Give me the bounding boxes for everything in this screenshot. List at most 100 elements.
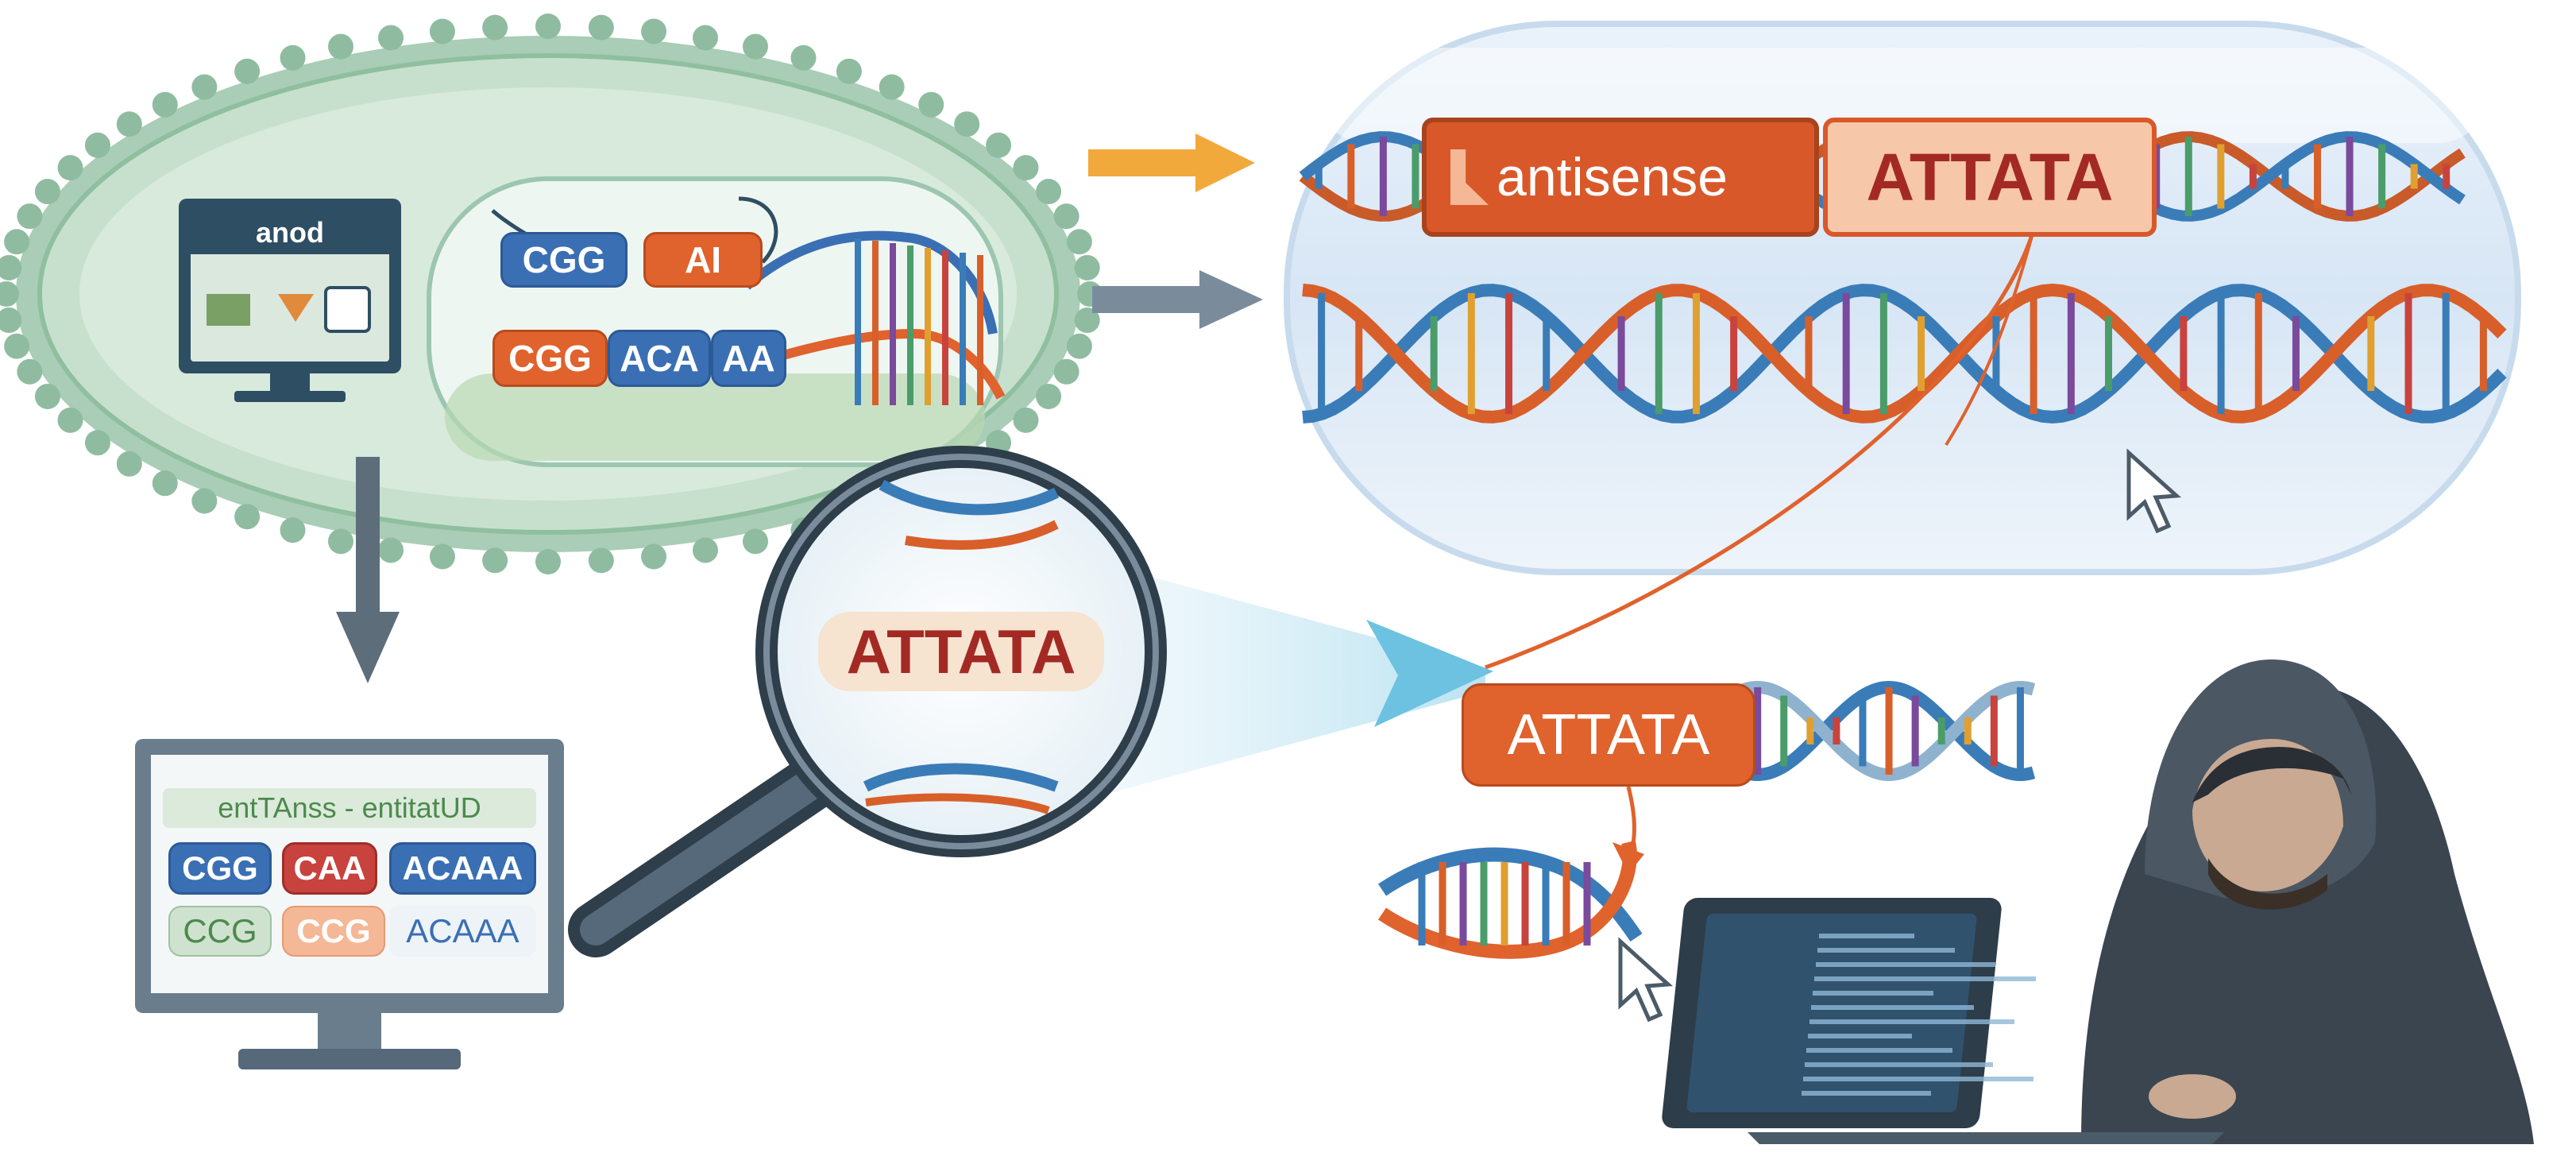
cell-bump <box>1053 203 1079 230</box>
cell-bump <box>1066 229 1092 255</box>
cell-sequence-chip: AA <box>711 330 786 387</box>
antisense-icon <box>1450 149 1489 205</box>
cell-bump <box>482 14 508 41</box>
cell-bump <box>57 407 83 433</box>
cell-bump <box>4 229 30 255</box>
code-line <box>1809 1019 2014 1024</box>
cell-bump <box>1066 333 1092 359</box>
cell-bump <box>692 25 718 51</box>
cell-bump <box>34 179 60 205</box>
cursor-icon <box>2126 448 2182 534</box>
hacker-figure <box>1662 659 2534 1148</box>
orange-arrow <box>1088 133 1255 192</box>
code-line <box>1802 1091 1931 1096</box>
cell-bump <box>191 74 218 100</box>
magnifier-label: ATTATA <box>818 612 1104 691</box>
cell-bump <box>918 91 944 118</box>
gray-arrow <box>1092 270 1263 329</box>
cell-sequence-chip: AI <box>643 232 763 288</box>
code-line <box>1816 962 1995 967</box>
code-line <box>1819 934 1914 938</box>
cell-bump <box>1053 358 1079 385</box>
cell-bump <box>234 58 261 84</box>
cell-bump <box>986 132 1012 158</box>
cell-bump <box>191 488 218 514</box>
beam-arrow <box>1366 620 1493 727</box>
cell-bump <box>280 44 306 71</box>
cell-bump <box>641 543 667 570</box>
cell-bump <box>0 281 19 307</box>
cell-bump <box>641 18 667 44</box>
antisense-text: antisense <box>1497 147 1728 207</box>
cell-sequence-chip: ACA <box>608 330 711 387</box>
cell-bump <box>588 14 614 41</box>
capsule-sequence-label: ATTATA <box>1823 118 2157 237</box>
cell-bump <box>280 517 306 543</box>
monitor-sequence-chip: ACAAA <box>389 906 536 957</box>
code-line <box>1806 1048 1952 1053</box>
cell-bump <box>116 451 142 477</box>
cell-bump <box>84 430 110 456</box>
code-line <box>1808 1034 1912 1038</box>
bottom-dna-helix <box>1378 840 1643 959</box>
cell-bump <box>234 504 261 530</box>
cell-bump <box>152 470 178 497</box>
cell-bump <box>790 44 817 71</box>
code-line <box>1814 976 2036 981</box>
cell-bump <box>954 111 980 137</box>
cell-bump <box>429 543 455 570</box>
cell-bump <box>328 33 354 60</box>
cell-bump <box>535 14 561 39</box>
cell-connector <box>738 196 778 264</box>
cell-bump <box>328 528 354 555</box>
cell-bump <box>836 58 862 84</box>
cell-bump <box>17 203 43 230</box>
cell-bump <box>1074 307 1100 334</box>
cell-bump <box>588 547 614 574</box>
cell-bump <box>879 74 905 100</box>
code-line <box>1817 948 1955 953</box>
cell-bump <box>17 358 43 385</box>
cursor-icon <box>1618 937 1674 1023</box>
code-line <box>1803 1077 2033 1081</box>
cell-bump <box>57 155 83 181</box>
cell-sequence-chip: CGG <box>492 330 608 387</box>
cell-bump <box>0 307 22 334</box>
code-line <box>1813 991 1933 996</box>
cell-bump <box>1013 407 1039 433</box>
code-line <box>1805 1062 1993 1067</box>
cell-bump <box>692 537 718 563</box>
down-arrow <box>336 457 400 683</box>
monitor-sequence-chip: CGG <box>168 842 272 895</box>
cell-bump <box>742 528 768 555</box>
cell-bump <box>116 111 142 137</box>
cell-dna-helix <box>743 230 1006 405</box>
cell-bump <box>742 33 768 60</box>
cell-bump <box>84 132 110 158</box>
cell-bump <box>152 91 178 118</box>
connector-line <box>1485 230 2036 670</box>
cell-bump <box>378 537 404 563</box>
cell-bump <box>0 254 22 280</box>
monitor-sequence-chip: ACAAA <box>389 842 536 895</box>
cell-sequence-chip: CGG <box>500 232 628 288</box>
cell-bump <box>429 18 455 44</box>
cell-bump <box>482 547 508 574</box>
cell-screen <box>179 199 401 402</box>
highlight-label: ATTATA <box>1462 683 1755 787</box>
cell-bump <box>535 549 561 574</box>
cell-bump <box>34 383 60 409</box>
cell-bump <box>1036 179 1062 205</box>
cell-bump <box>1013 155 1039 181</box>
cell-bump <box>4 333 30 359</box>
cell-bump <box>378 25 404 51</box>
monitor-sequence-chip: CAA <box>282 842 377 895</box>
cell-bump <box>1036 383 1062 409</box>
monitor-sequence-chip: CCG <box>282 906 385 957</box>
cell-bump <box>1074 254 1100 280</box>
connector-line <box>1945 230 2035 447</box>
code-line <box>1811 1005 1974 1010</box>
cell-screen-label: anod <box>256 216 324 249</box>
monitor-header: entTAnss - entitatUD <box>163 788 536 828</box>
